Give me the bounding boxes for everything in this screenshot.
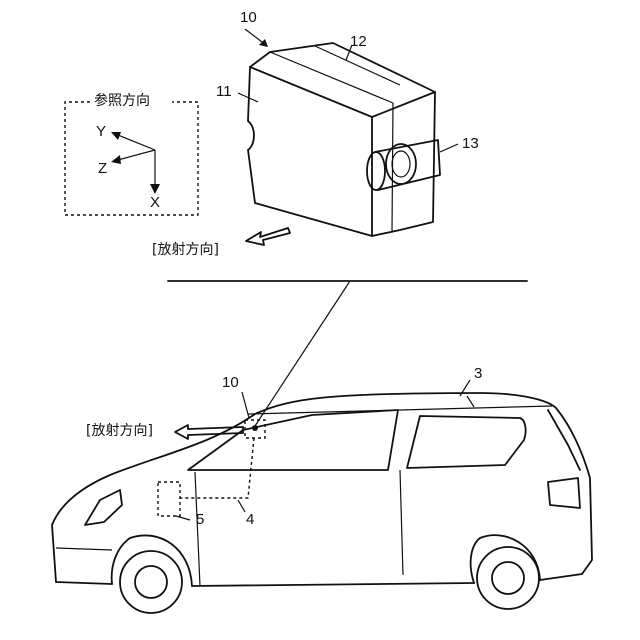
part-pipe-label: 13: [462, 136, 479, 151]
device-leader-line: [255, 281, 350, 426]
axis-x-label: X: [150, 195, 160, 210]
radiation-arrow-top: [246, 228, 290, 245]
part-top-label: 12: [350, 34, 367, 49]
axis-arrows: [111, 132, 160, 194]
axis-y-label: Y: [96, 124, 106, 139]
reference-direction-box: [65, 102, 198, 215]
wire-ref-label: 4: [246, 512, 254, 527]
car-ref-label: 3: [474, 366, 482, 381]
part-front-label: 11: [216, 84, 232, 99]
y-arrowhead-icon: [111, 132, 121, 140]
axis-z-label: Z: [98, 161, 107, 176]
reference-direction-title: 参照方向: [94, 94, 150, 108]
radiation-label-top: [放射方向]: [152, 243, 219, 257]
car-system: [158, 380, 470, 520]
control-unit: [158, 482, 180, 516]
car-device-ref-label: 10: [222, 375, 239, 390]
unit-ref-label: 5: [196, 512, 204, 527]
radiation-label-car: [放射方向]: [86, 424, 153, 438]
x-arrowhead-icon: [150, 184, 160, 194]
device-ref-label: 10: [240, 10, 257, 25]
device-box: [238, 29, 458, 236]
device-dot-icon: [252, 425, 258, 431]
z-arrowhead-icon: [111, 155, 121, 164]
